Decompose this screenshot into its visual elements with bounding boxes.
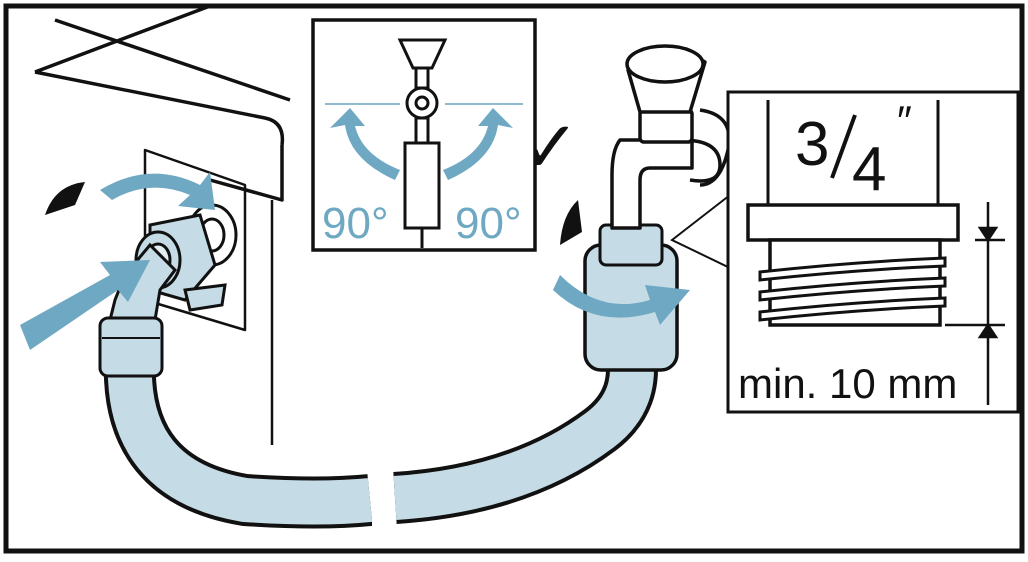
rotation-arrow-dark-icon (560, 200, 582, 245)
min-length-label: min. 10 mm (738, 360, 957, 407)
callout-pointer (672, 195, 730, 268)
rotation-inset: 90° 90° (313, 20, 535, 250)
water-tap-icon (612, 46, 729, 228)
inch-mark: ″ (895, 97, 912, 144)
angle-right-label: 90° (455, 199, 522, 248)
rotation-arrow-icon (100, 172, 215, 210)
thread-inset: 3 4 ″ min. 10 mm (728, 92, 1018, 412)
thread-size-denominator: 4 (852, 135, 886, 204)
angle-left-label: 90° (322, 199, 389, 248)
thread-nut (748, 205, 958, 240)
rotation-arrow-dark-icon (45, 182, 85, 215)
thread-size-numerator: 3 (795, 110, 829, 179)
